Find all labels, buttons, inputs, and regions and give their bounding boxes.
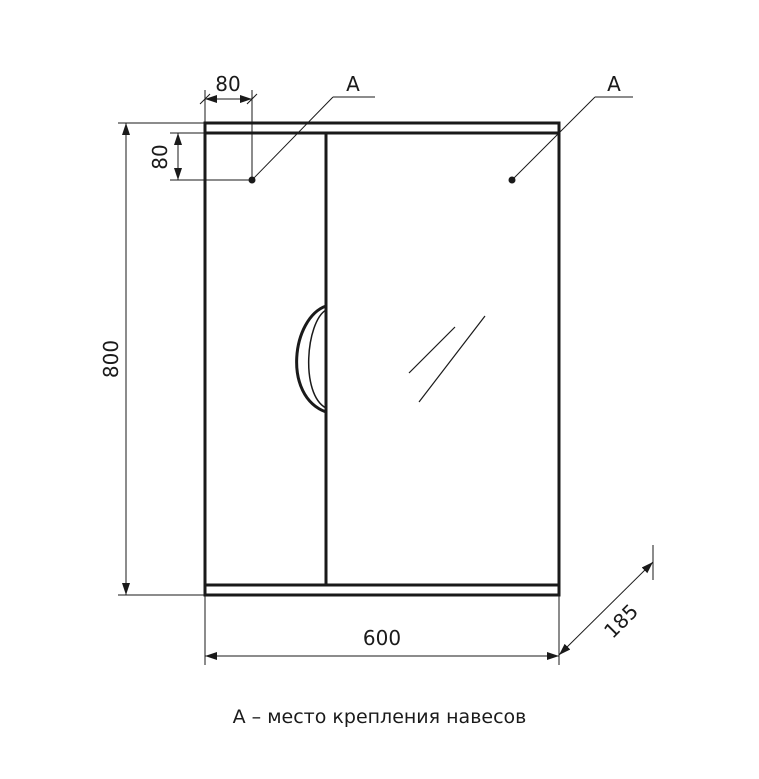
handle-outer-curve [295,304,327,414]
dim-label-width: 600 [363,626,401,650]
dimension-depth: 185 [558,545,654,658]
mount-label-left: А [346,72,360,96]
dim-line-depth [558,561,654,656]
dimension-hinge-y: 80 [148,132,252,181]
dim-label-depth: 185 [599,599,643,643]
dimension-width: 600 [204,595,560,665]
leader-right [511,96,596,181]
glare-line-1 [408,326,456,374]
mount-point-right: А [508,72,633,184]
dim-label-hinge-y: 80 [148,144,172,169]
cabinet-body [203,121,561,597]
cabinet-outline [203,121,561,597]
dim-label-height: 800 [99,340,123,378]
mount-label-right: А [607,72,621,96]
handle-inner-curve [308,309,327,409]
legend-caption: А – место крепления навесов [232,706,527,728]
leader-left [251,96,334,181]
dim-label-hinge-x: 80 [215,72,240,96]
glare-line-2 [418,315,486,403]
mirror-glare [408,315,486,403]
tick-hinge-x-left [199,93,211,105]
mount-point-left: А [248,72,375,184]
dimension-height: 800 [99,122,205,596]
tick-hinge-x-right [246,93,258,105]
dimension-hinge-x: 80 [199,72,258,180]
door-handle [295,304,327,414]
